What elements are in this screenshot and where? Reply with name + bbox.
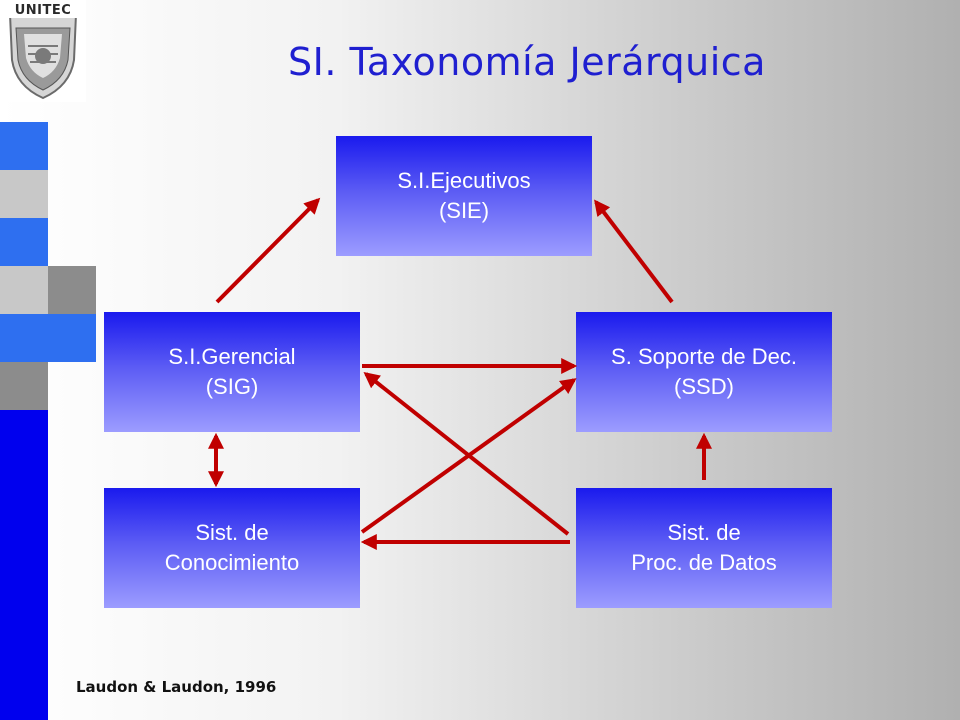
page-title: SI. Taxonomía Jerárquica (288, 40, 766, 84)
deco-square-light-2 (0, 266, 48, 314)
node-ssd-line1: S. Soporte de Dec. (611, 344, 797, 369)
node-sig: S.I.Gerencial (SIG) (104, 312, 360, 432)
arrow-datos-to-sig (363, 372, 570, 536)
arrow-conocimiento-to-ssd (360, 378, 577, 534)
node-sie-line2: (SIE) (438, 198, 490, 223)
node-datos-line1: Sist. de (667, 520, 741, 545)
node-sie: S.I.Ejecutivos (SIE) (336, 136, 592, 256)
node-datos-line2: Proc. de Datos (631, 550, 777, 575)
deco-square-light-1 (0, 170, 48, 218)
node-sig-line2: (SIG) (205, 374, 259, 399)
node-conocimiento-line2: Conocimiento (164, 550, 300, 575)
node-ssd: S. Soporte de Dec. (SSD) (576, 312, 832, 432)
logo-text: UNITEC (14, 3, 72, 18)
node-sig-line1: S.I.Gerencial (168, 344, 296, 369)
deco-bar-blue (0, 410, 48, 720)
deco-square-gray-1 (48, 266, 96, 314)
node-ssd-line2: (SSD) (674, 374, 734, 399)
unitec-logo: UNITEC (0, 0, 86, 102)
arrow-sig-to-sie (215, 197, 321, 304)
citation: Laudon & Laudon, 1996 (76, 678, 277, 696)
deco-square-blue-2 (0, 218, 48, 266)
arrow-ssd-to-sie (594, 199, 674, 304)
deco-square-gray-2 (0, 362, 48, 410)
node-conocimiento: Sist. de Conocimiento (104, 488, 360, 608)
node-conocimiento-line1: Sist. de (195, 520, 269, 545)
deco-square-blue-3 (48, 314, 96, 362)
deco-square-blue-1 (0, 122, 48, 170)
node-sie-line1: S.I.Ejecutivos (397, 168, 531, 193)
deco-square-blue-4 (0, 314, 48, 362)
node-datos: Sist. de Proc. de Datos (576, 488, 832, 608)
